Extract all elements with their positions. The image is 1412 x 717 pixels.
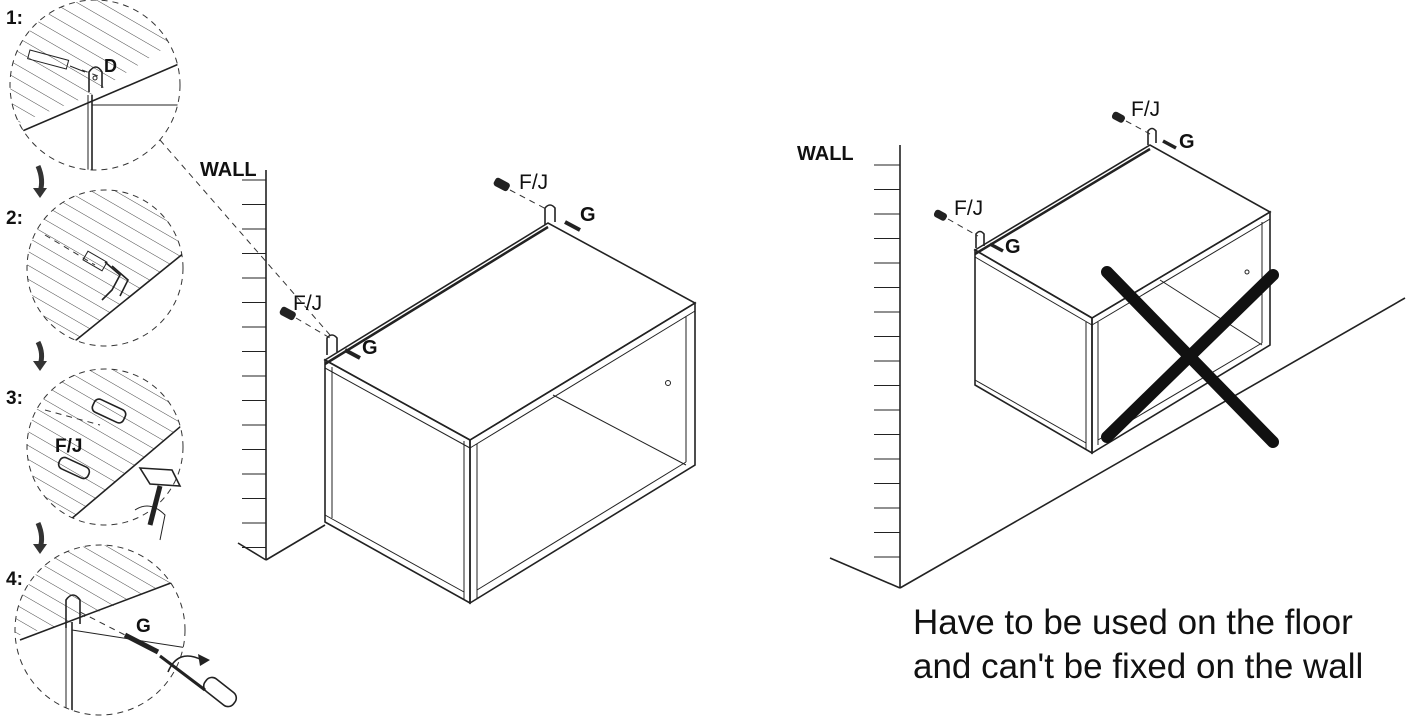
wall-plug-icon <box>933 111 1151 237</box>
wall-label-right: WALL <box>797 143 854 165</box>
part-fj-label: F/J <box>55 436 82 457</box>
part-fj-label: F/J <box>293 292 322 315</box>
part-g-label: G <box>136 616 151 637</box>
step3-label: 3: <box>6 388 23 409</box>
part-fj-label: F/J <box>519 171 548 194</box>
screw-icon <box>79 611 160 655</box>
part-g-label: G <box>580 204 596 226</box>
hammer-icon <box>134 467 182 541</box>
part-g-label: G <box>1179 131 1195 153</box>
wall-plug-icon <box>57 398 127 480</box>
note-line-2: and can't be fixed on the wall <box>913 647 1363 686</box>
part-g-label: G <box>1005 236 1021 258</box>
step1-detail <box>9 0 181 171</box>
step3-detail <box>26 368 184 541</box>
screwdriver-icon <box>159 654 238 708</box>
screw-icon <box>344 220 581 360</box>
part-fj-label: F/J <box>1131 98 1160 121</box>
note-line-1: Have to be used on the floor <box>913 603 1353 642</box>
step2-label: 2: <box>6 208 23 229</box>
part-g-label: G <box>362 337 378 359</box>
step4-detail <box>14 544 238 716</box>
step2-detail <box>26 189 184 347</box>
screw-icon <box>989 139 1177 253</box>
prohibited-cross-icon <box>1101 266 1279 448</box>
wall-plug-icon <box>279 177 549 339</box>
down-arrow-icon <box>33 340 47 371</box>
part-d-label: D <box>104 56 117 76</box>
step1-label: 1: <box>6 8 23 29</box>
drill-bit-icon <box>82 250 129 301</box>
wall-scene-right <box>829 111 1406 589</box>
wall-scene-left <box>237 170 697 605</box>
pencil-icon <box>27 49 86 73</box>
wall-ticks <box>242 179 266 548</box>
wall-label-left: WALL <box>200 159 257 181</box>
part-fj-label: F/J <box>954 197 983 220</box>
down-arrow-icon <box>33 522 47 554</box>
down-arrow-icon <box>33 165 47 198</box>
wall-ticks <box>874 164 900 558</box>
step4-label: 4: <box>6 569 23 590</box>
